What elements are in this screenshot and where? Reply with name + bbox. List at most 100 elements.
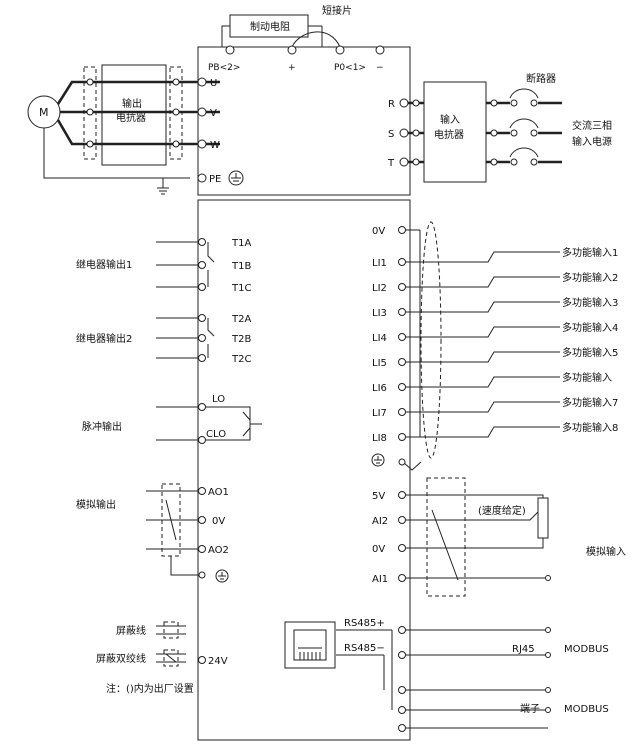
pb-label: PB<2> <box>208 63 240 73</box>
relay-output-2: T2A T2B T2C 继电器输出2 <box>76 314 251 365</box>
breaker-arc-3 <box>509 147 539 158</box>
di-wire <box>406 276 560 288</box>
speed-pot-icon <box>537 497 549 539</box>
ov-ao-label: 0V <box>212 516 225 527</box>
di-terminal <box>398 358 406 366</box>
t1b-label: T1B <box>231 261 251 272</box>
di-terminal-label: LI3 <box>372 308 387 319</box>
output-reactor-label-2: 电抗器 <box>116 111 146 124</box>
s-label: S <box>388 129 394 140</box>
v-terminal <box>197 107 207 117</box>
rs485-minus-label: RS485− <box>344 643 385 654</box>
minus-terminal <box>375 45 385 55</box>
analog-input-label: 模拟输入 <box>586 545 626 558</box>
breaker-arc-1 <box>509 88 539 99</box>
di-terminal <box>398 333 406 341</box>
di-terminal-label: LI8 <box>372 433 387 444</box>
digital-input-group: 0VLI1多功能输入1LI2多功能输入2LI3多功能输入3LI4多功能输入4LI… <box>372 226 618 444</box>
relay2-label: 继电器输出2 <box>76 332 132 345</box>
di-wire <box>406 426 560 438</box>
short-piece-label: 短接片 <box>322 4 352 17</box>
breaker-label: 断路器 <box>526 72 556 85</box>
plus-terminal <box>287 45 297 55</box>
pe-ground-icon <box>228 170 244 186</box>
di-wire <box>406 326 560 338</box>
di-terminal <box>398 383 406 391</box>
di-terminal-label: LI5 <box>372 358 387 369</box>
ai-shield <box>426 477 466 597</box>
input-reactor-label-1: 输入 <box>440 113 460 126</box>
di-wire <box>406 376 560 388</box>
s-terminal <box>399 128 409 138</box>
rj45-label: RJ45 <box>512 644 535 655</box>
di-terminal <box>398 226 406 234</box>
u-terminal <box>197 77 207 87</box>
di-ground-icon <box>371 453 385 467</box>
control-section-box <box>197 199 411 741</box>
note-text: 注：()内为出厂设置 <box>106 682 194 695</box>
ai-terminal <box>398 516 406 524</box>
r-terminal <box>399 98 409 108</box>
ai-terminal-label: 0V <box>372 544 385 555</box>
shield-legend-icon <box>163 621 179 639</box>
w-terminal <box>197 139 207 149</box>
relay-output-1: T1A T1B T1C 继电器输出1 <box>76 238 251 294</box>
pe-label: PE <box>209 174 221 185</box>
modbus-2-label: MODBUS <box>564 704 609 715</box>
power-section-box <box>197 46 411 196</box>
ai-terminal-label: AI1 <box>372 574 388 585</box>
di-terminal <box>398 258 406 266</box>
di-terminal <box>398 283 406 291</box>
di-wire <box>406 351 560 363</box>
minus-label: − <box>376 63 384 73</box>
breaker-arc-2 <box>509 118 539 129</box>
di-terminal-label: LI4 <box>372 333 387 344</box>
input-reactor-label-2: 电抗器 <box>434 128 464 141</box>
p0-terminal <box>335 45 345 55</box>
pb-terminal <box>225 45 235 55</box>
di-label: 多功能输入5 <box>562 346 618 359</box>
ai-terminal-label: AI2 <box>372 516 388 527</box>
ao2-label: AO2 <box>208 545 229 556</box>
terminal-word-label: 端子 <box>520 702 540 715</box>
pe-terminal <box>197 173 207 183</box>
modbus-1-label: MODBUS <box>564 644 609 655</box>
motor-label: M <box>39 106 49 119</box>
di-terminal-label: LI2 <box>372 283 387 294</box>
analog-out-label: 模拟输出 <box>76 498 116 511</box>
ai-terminal <box>398 491 406 499</box>
di-wire <box>406 401 560 413</box>
di-shield <box>420 221 442 459</box>
shield-legend-label: 屏蔽线 <box>116 624 146 637</box>
brake-resistor-label: 制动电阻 <box>250 20 290 33</box>
v-label: V <box>210 108 217 119</box>
plus-label: + <box>288 63 296 73</box>
output-reactor-label-1: 输出 <box>122 97 142 110</box>
di-terminal-label: LI7 <box>372 408 387 419</box>
rj45-icon <box>284 621 336 669</box>
t-terminal <box>399 157 409 167</box>
power-label-1: 交流三相 <box>572 119 612 132</box>
power-label-2: 输入电源 <box>572 135 612 148</box>
v24-terminal <box>198 656 206 664</box>
di-label: 多功能输入7 <box>562 396 618 409</box>
di-wire <box>406 251 560 263</box>
t2a-label: T2A <box>231 314 251 325</box>
twisted-legend-icon <box>163 649 179 667</box>
di-label: 多功能输入4 <box>562 321 618 334</box>
pulse-label: 脉冲输出 <box>82 420 122 433</box>
v24-label: 24V <box>208 656 228 667</box>
clo-label: CLO <box>206 429 226 440</box>
analog-output: AO1 0V AO2 模拟输出 <box>76 483 229 583</box>
u-label: U <box>210 78 217 89</box>
pulse-output: LO CLO 脉冲输出 <box>82 394 262 444</box>
di-terminal <box>398 433 406 441</box>
di-terminal-label: LI1 <box>372 258 387 269</box>
di-label: 多功能输入3 <box>562 296 618 309</box>
t1c-label: T1C <box>231 283 251 294</box>
ao-ground-icon <box>215 569 229 583</box>
ao1-label: AO1 <box>208 487 229 498</box>
di-terminal <box>398 308 406 316</box>
ai-terminal <box>398 574 406 582</box>
